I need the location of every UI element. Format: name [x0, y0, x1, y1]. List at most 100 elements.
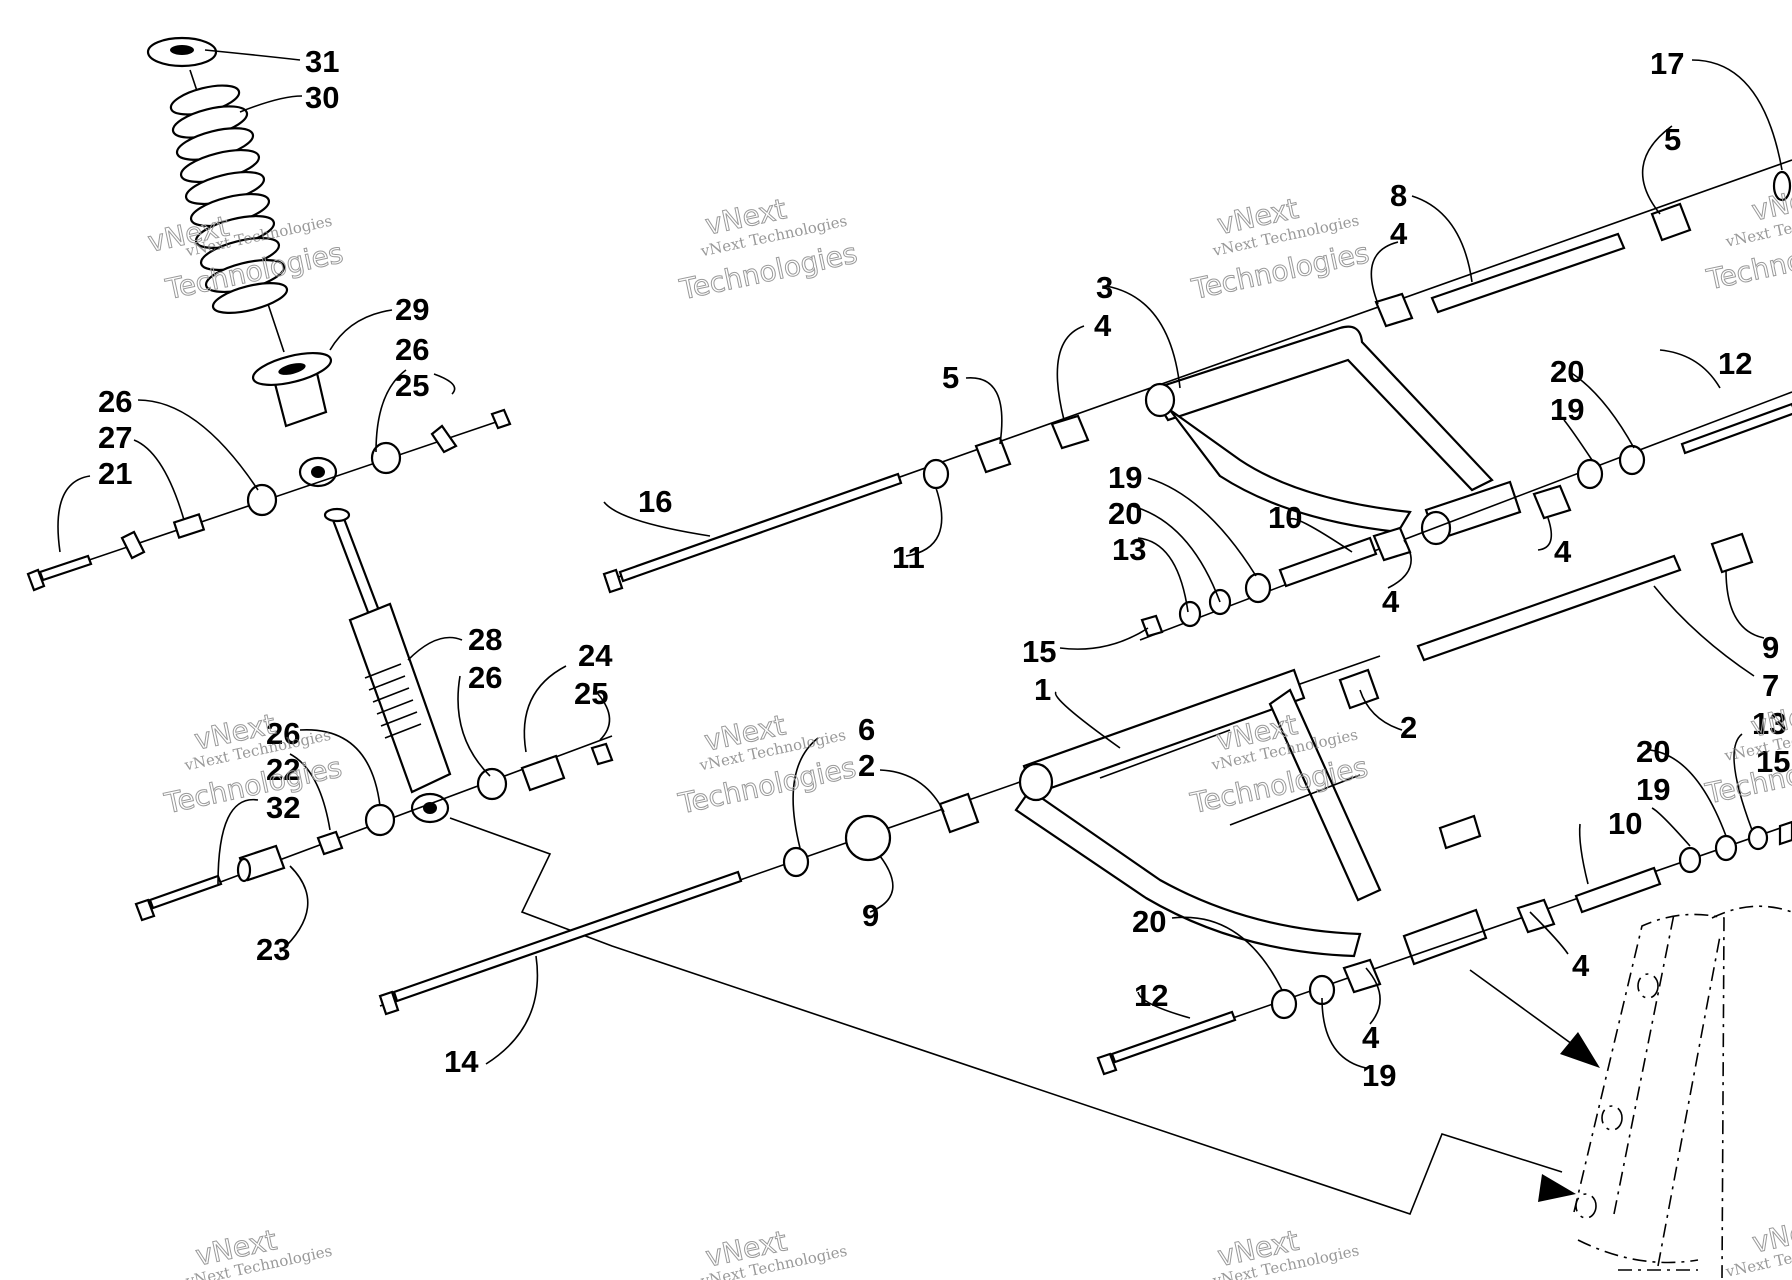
bushing-4c [1372, 526, 1412, 562]
shock-body [348, 602, 452, 794]
callout-25: 25 [574, 676, 608, 711]
callout-5: 5 [1664, 122, 1681, 157]
callout-1: 1 [1034, 672, 1051, 707]
callout-28: 28 [468, 622, 502, 657]
callout-2: 2 [858, 748, 875, 783]
callout-16: 16 [638, 484, 672, 519]
nut-25b [590, 742, 614, 766]
coil-spring [169, 69, 289, 353]
callout-6: 6 [858, 712, 875, 747]
washer-17 [1772, 170, 1792, 202]
callout-labels: 31 30 29 26 25 26 27 21 28 26 24 25 26 2… [98, 44, 1790, 1093]
bushing-26d [476, 767, 508, 801]
callout-12: 12 [1134, 978, 1168, 1013]
callout-26: 26 [266, 716, 300, 751]
bolt-12a [1680, 402, 1792, 455]
callout-29: 29 [395, 292, 429, 327]
callout-21: 21 [98, 456, 132, 491]
callout-10: 10 [1608, 806, 1642, 841]
bushing-9b [1710, 532, 1754, 574]
callout-31: 31 [305, 44, 339, 79]
bolt-21 [26, 554, 93, 592]
callout-26: 26 [468, 660, 502, 695]
callout-12: 12 [1718, 346, 1752, 381]
callout-15: 15 [1022, 634, 1056, 669]
bushing-5a [974, 436, 1012, 474]
nut-15b [1778, 820, 1792, 846]
callout-14: 14 [444, 1044, 479, 1079]
bushing-2b [1338, 668, 1380, 710]
bushing-4f [1516, 898, 1556, 934]
callout-32: 32 [266, 790, 300, 825]
callout-4: 4 [1094, 308, 1112, 343]
bushing-19a [1244, 572, 1272, 604]
bushing-4d [1532, 484, 1572, 520]
nut-15a [1140, 614, 1164, 638]
upper-a-arm [1148, 325, 1494, 492]
callout-25: 25 [395, 368, 429, 403]
callout-11: 11 [892, 540, 925, 575]
callout-5: 5 [942, 360, 959, 395]
washer-20c [1270, 988, 1298, 1020]
bushing-26c [364, 803, 396, 837]
bushing-4a [1050, 414, 1090, 450]
washer-6 [782, 846, 810, 878]
washer-19d [1678, 846, 1702, 874]
sleeve-24 [520, 754, 566, 792]
callout-20: 20 [1132, 904, 1166, 939]
bushing-5b [1650, 202, 1692, 242]
callout-13: 13 [1752, 706, 1786, 741]
callout-15: 15 [1756, 744, 1790, 779]
callout-9: 9 [1762, 630, 1779, 665]
nut-25 [490, 408, 512, 430]
shock-assembly [26, 36, 1576, 1215]
callout-13: 13 [1112, 532, 1146, 567]
callout-9: 9 [862, 898, 879, 933]
bolt-12b [1096, 1010, 1237, 1076]
bushing-2a [938, 792, 980, 834]
bushing-26a [246, 483, 278, 517]
bushing-4b [1374, 292, 1414, 328]
bolt-16 [602, 472, 903, 594]
bushing-4e [1342, 958, 1382, 994]
callout-17: 17 [1650, 46, 1684, 81]
bushing-26b [370, 441, 402, 475]
washer-20d [1714, 834, 1738, 862]
callout-26: 26 [98, 384, 132, 419]
callout-23: 23 [256, 932, 290, 967]
callout-4: 4 [1390, 216, 1408, 251]
shock-shaft [331, 514, 383, 622]
callout-24: 24 [578, 638, 613, 673]
bushing-9a [844, 814, 892, 862]
callout-20: 20 [1636, 734, 1670, 769]
callout-20: 20 [1108, 496, 1142, 531]
callout-2: 2 [1400, 710, 1417, 745]
callout-7: 7 [1762, 668, 1779, 703]
sleeve-10b [1574, 866, 1662, 914]
callout-4: 4 [1554, 534, 1572, 569]
spindle-phantom [1573, 905, 1792, 1279]
bushing-27 [172, 512, 206, 540]
callout-4: 4 [1382, 584, 1400, 619]
callout-20: 20 [1550, 354, 1584, 389]
callout-19: 19 [1362, 1058, 1396, 1093]
leader-lines [57, 49, 1783, 1069]
callout-19: 19 [1636, 772, 1670, 807]
pivot-shaft-7 [1416, 554, 1682, 662]
sleeve-10a [1278, 536, 1378, 588]
washer-25 [430, 424, 458, 454]
washer-13b [1747, 825, 1769, 851]
lower-a-arm-assembly [378, 532, 1792, 1076]
callout-8: 8 [1390, 178, 1407, 213]
callout-22: 22 [266, 752, 300, 787]
callout-10: 10 [1268, 500, 1302, 535]
bolt-14 [378, 870, 743, 1016]
callout-3: 3 [1096, 270, 1113, 305]
callout-4: 4 [1362, 1020, 1380, 1055]
bolt-32 [134, 874, 223, 922]
washer-11 [922, 458, 950, 490]
callout-26: 26 [395, 332, 429, 367]
callout-19: 19 [1108, 460, 1142, 495]
washer-19b [1576, 458, 1604, 490]
